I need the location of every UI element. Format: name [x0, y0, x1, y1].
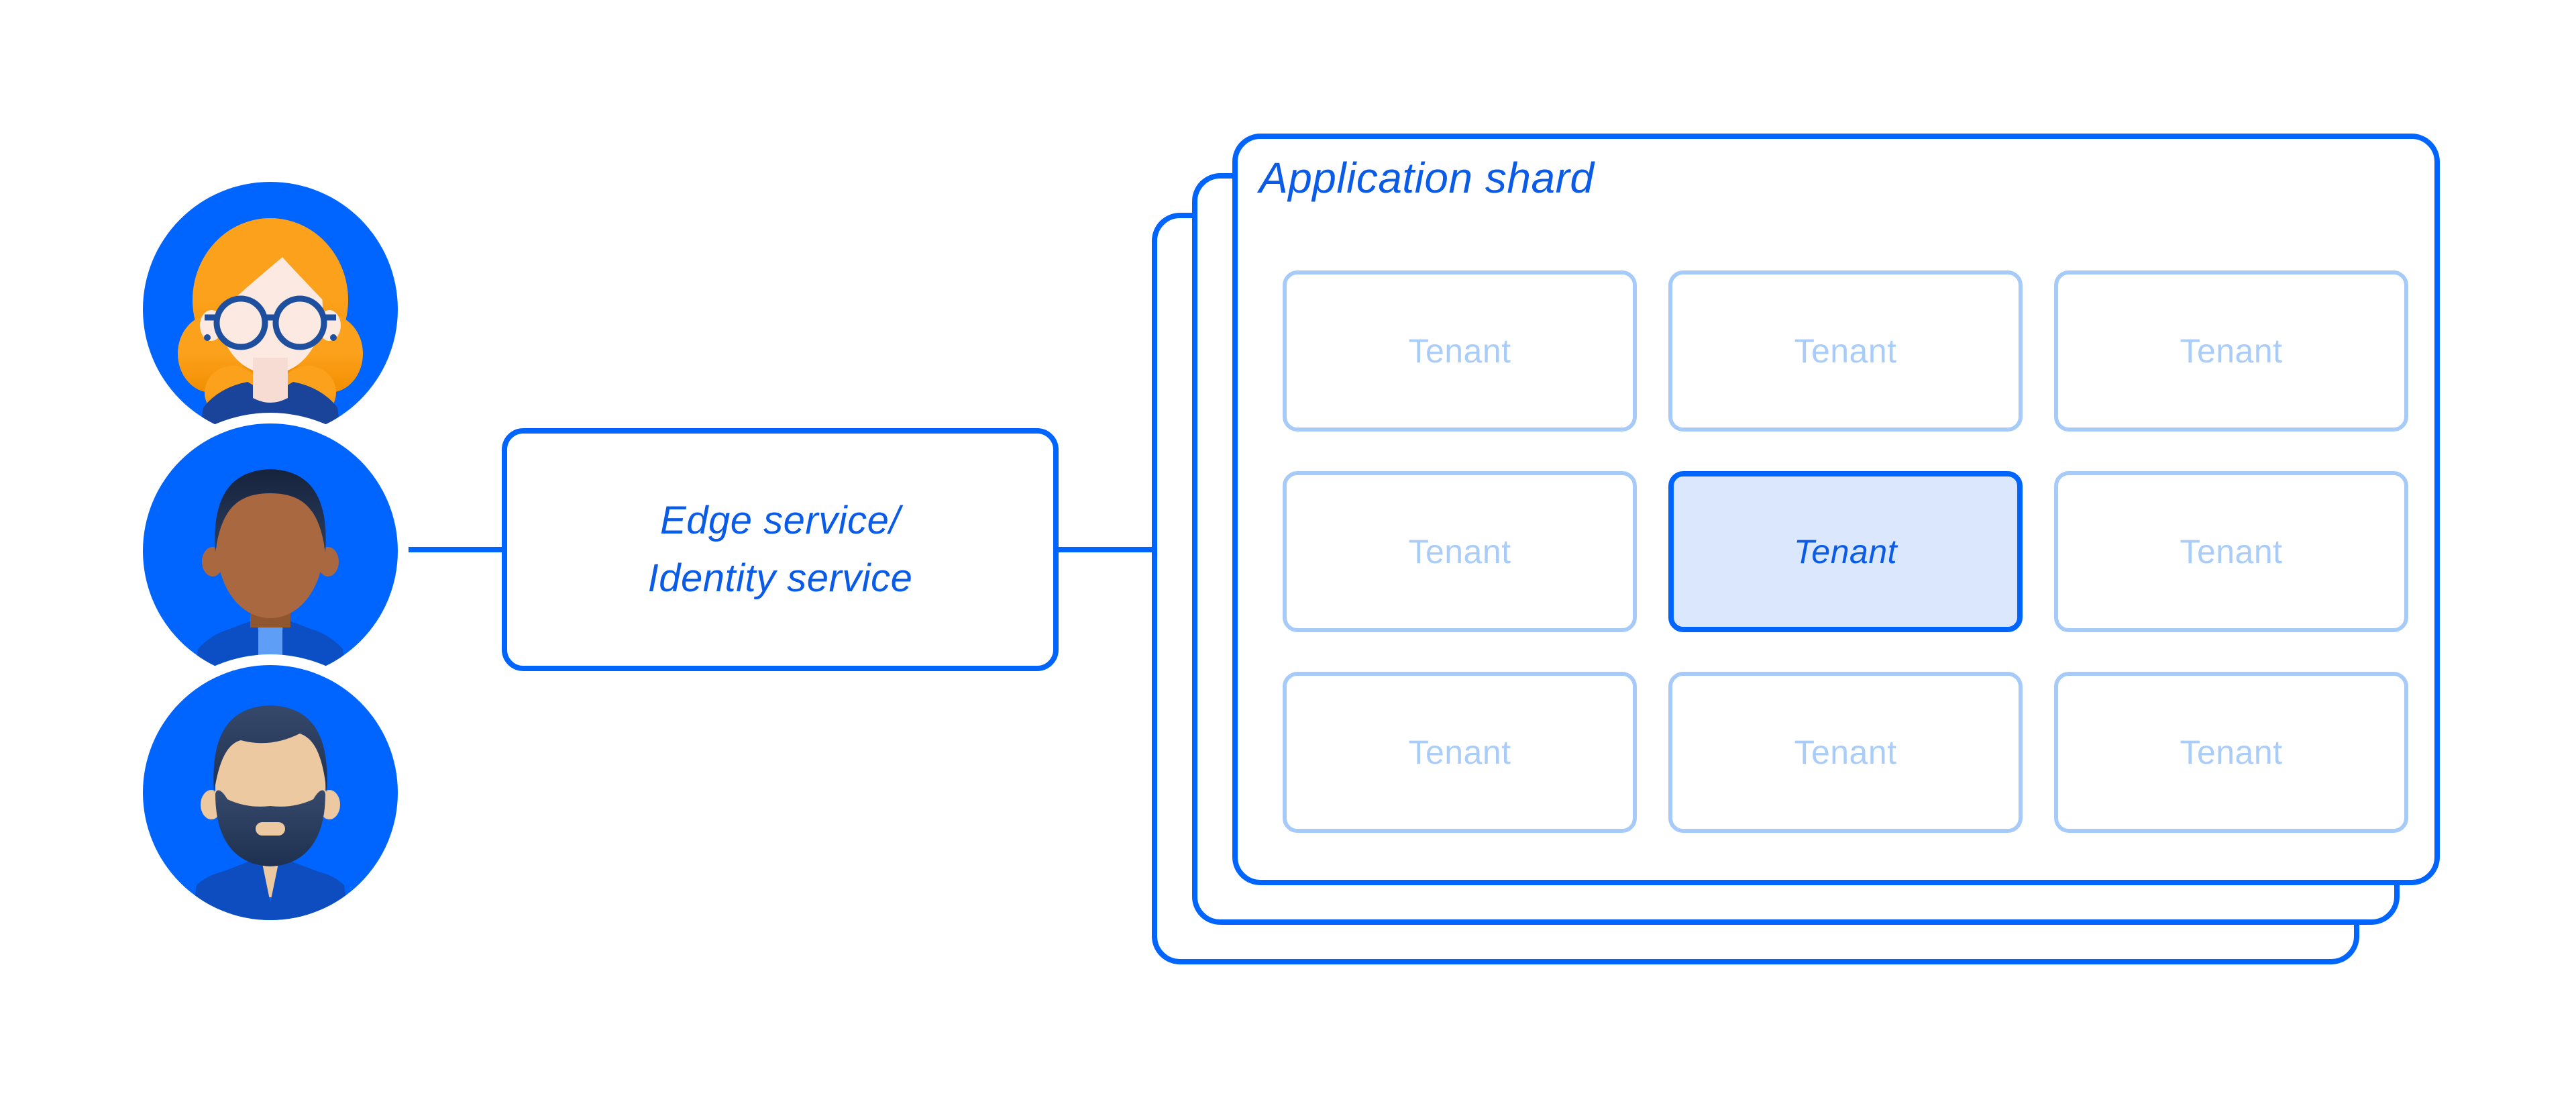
tenant-box: Tenant	[1283, 471, 1637, 632]
user-man-beard-avatar-icon	[132, 654, 409, 931]
connector-users-to-edge	[386, 547, 504, 552]
tenant-box: Tenant	[2054, 270, 2408, 432]
tenant-box: Tenant	[2054, 672, 2408, 833]
shard-title: Application shard	[1259, 154, 1595, 202]
user-man-avatar-icon	[132, 413, 409, 689]
tenant-box: Tenant	[1283, 270, 1637, 432]
tenant-box: Tenant	[1668, 672, 2023, 833]
tenant-box: Tenant	[1668, 270, 2023, 432]
edge-identity-service-node: Edge service/ Identity service	[502, 428, 1059, 671]
tenant-box: Tenant	[1283, 672, 1637, 833]
edge-service-label-line2: Identity service	[647, 556, 913, 600]
connector-edge-to-shard	[1059, 547, 1155, 552]
tenant-box: Tenant	[2054, 471, 2408, 632]
tenant-box-highlighted: Tenant	[1668, 471, 2023, 632]
edge-service-label-line1: Edge service/	[660, 499, 900, 542]
user-woman-avatar-icon	[132, 171, 409, 448]
